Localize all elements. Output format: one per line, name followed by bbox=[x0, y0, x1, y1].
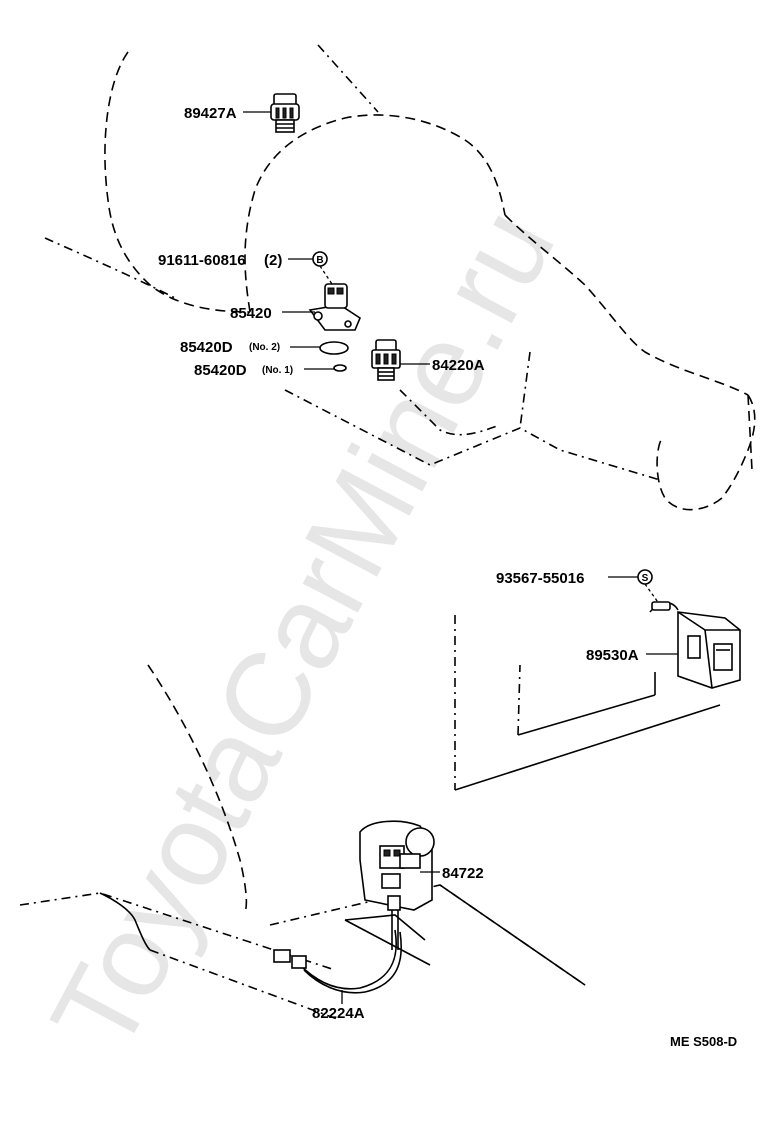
part-85420-speed-sensor[interactable] bbox=[308, 283, 361, 331]
part-84220a-switch[interactable] bbox=[371, 339, 401, 381]
label-85420d-no1: 85420D bbox=[194, 362, 247, 379]
transmission-outline bbox=[44, 44, 756, 511]
label-89530a: 89530A bbox=[586, 647, 639, 664]
part-89530a-ecu[interactable] bbox=[649, 601, 741, 689]
part-89427a-sensor[interactable] bbox=[270, 93, 300, 133]
label-82224a: 82224A bbox=[312, 1005, 365, 1022]
bolt-marker: B bbox=[312, 251, 328, 267]
label-85420: 85420 bbox=[230, 305, 272, 322]
part-82224a-harness[interactable] bbox=[273, 929, 402, 994]
label-85420d-no2-note: (No. 2) bbox=[249, 342, 280, 353]
part-84722-sensor[interactable] bbox=[359, 820, 435, 950]
label-84220a: 84220A bbox=[432, 357, 485, 374]
watermark: ToyotaCarMine.ru bbox=[26, 188, 580, 1072]
o-ring-no1[interactable] bbox=[333, 364, 347, 372]
svg-text:B: B bbox=[316, 255, 323, 266]
diagram-code: ME S508-D bbox=[670, 1034, 737, 1049]
screw-marker: S bbox=[637, 569, 653, 585]
label-93567-55016: 93567-55016 bbox=[496, 570, 584, 587]
body-outline-lower bbox=[19, 664, 586, 1021]
label-85420d-no2: 85420D bbox=[180, 339, 233, 356]
o-ring-no2[interactable] bbox=[319, 341, 349, 355]
svg-text:S: S bbox=[642, 573, 649, 584]
label-89427a: 89427A bbox=[184, 105, 237, 122]
label-85420d-no1-note: (No. 1) bbox=[262, 365, 293, 376]
label-84722: 84722 bbox=[442, 865, 484, 882]
body-outline-right bbox=[454, 615, 721, 791]
label-91611-qty: (2) bbox=[264, 252, 282, 269]
label-91611-60816: 91611-60816 bbox=[158, 252, 246, 269]
